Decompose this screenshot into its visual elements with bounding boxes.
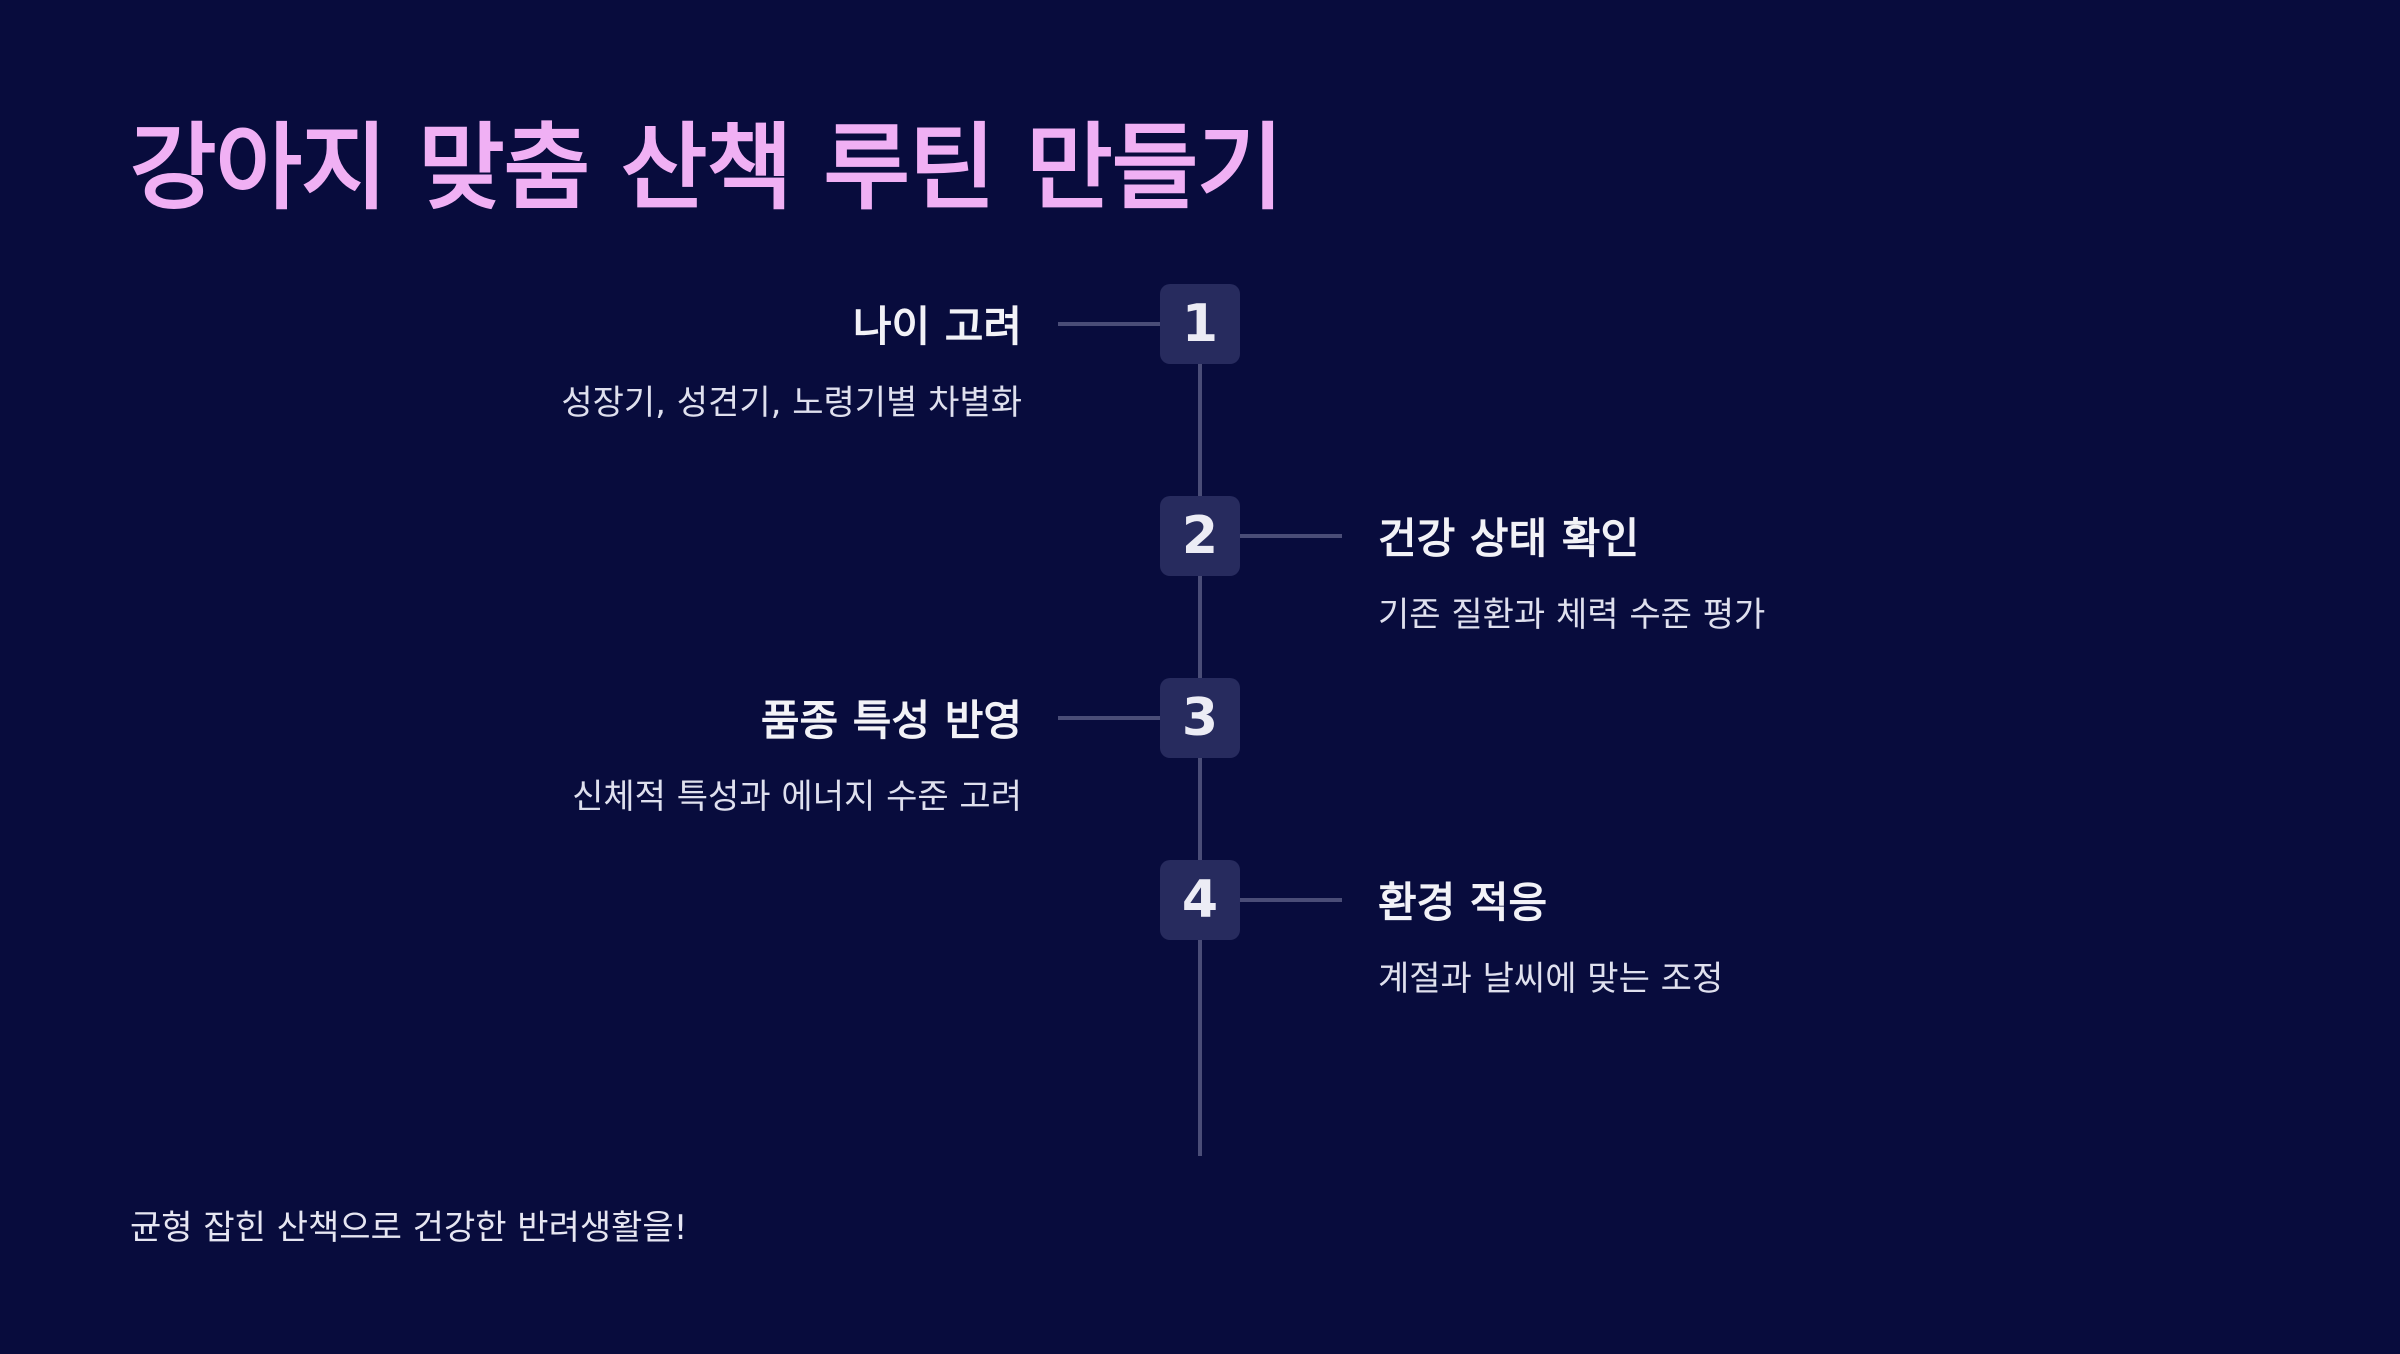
step-2-connector	[1240, 534, 1342, 538]
step-1-description: 성장기, 성견기, 노령기별 차별화	[561, 383, 1022, 423]
step-1-connector	[1058, 322, 1160, 326]
step-4-title: 환경 적응	[1378, 878, 1548, 927]
page-title: 강아지 맞춤 산책 루틴 만들기	[130, 114, 1284, 223]
step-4-number-badge: 4	[1160, 860, 1240, 940]
step-4-connector	[1240, 898, 1342, 902]
step-2-description: 기존 질환과 체력 수준 평가	[1378, 595, 1766, 635]
step-3-title: 품종 특성 반영	[760, 696, 1022, 745]
step-4-description: 계절과 날씨에 맞는 조정	[1378, 959, 1724, 999]
step-3-description: 신체적 특성과 에너지 수준 고려	[572, 777, 1022, 817]
footer-message: 균형 잡힌 산책으로 건강한 반려생활을!	[130, 1208, 688, 1248]
step-2-title: 건강 상태 확인	[1378, 514, 1640, 563]
step-2-number-badge: 2	[1160, 496, 1240, 576]
step-1-title: 나이 고려	[852, 302, 1022, 351]
step-1-number-badge: 1	[1160, 284, 1240, 364]
step-3-connector	[1058, 716, 1160, 720]
step-3-number-badge: 3	[1160, 678, 1240, 758]
